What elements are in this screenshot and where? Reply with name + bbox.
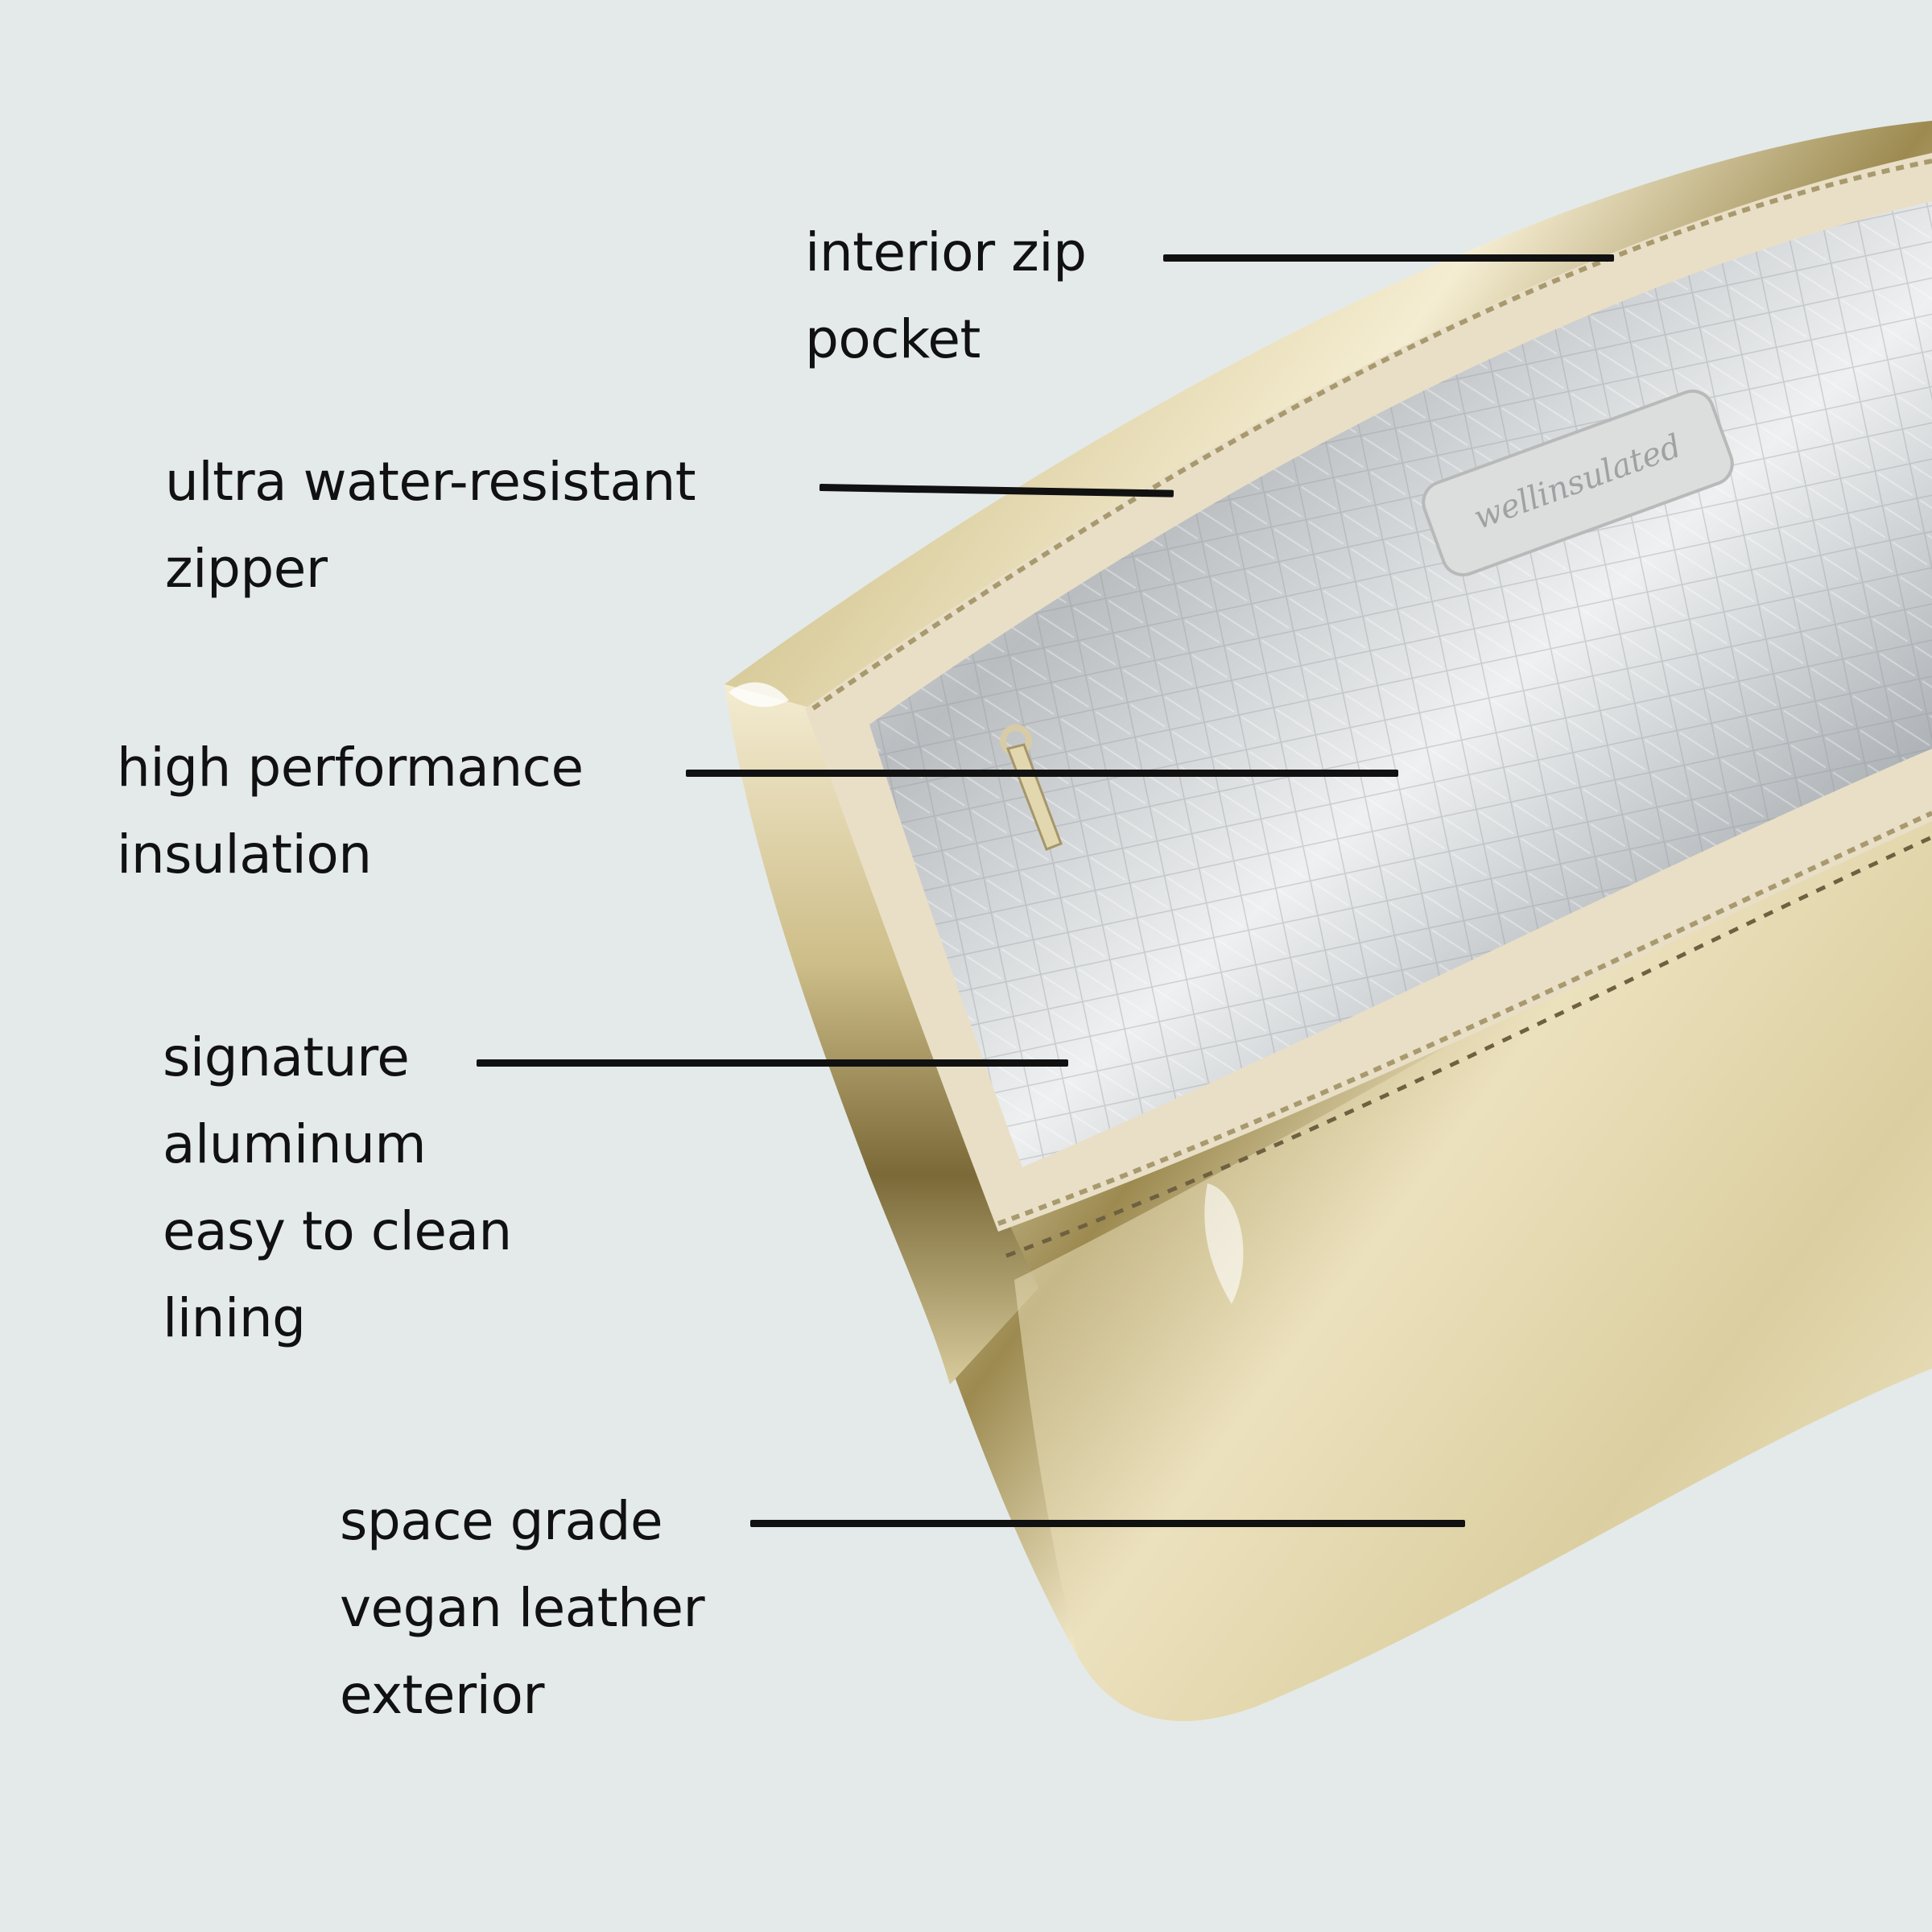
callout-zipper: ultra water-resistant zipper (165, 451, 696, 600)
leader-line-aluminum-lining (477, 1059, 1068, 1067)
zipper-teeth (811, 159, 1932, 711)
callout-aluminum-lining: signature aluminum easy to clean lining (163, 1026, 512, 1349)
leader-line-interior-zip-pocket (1163, 254, 1614, 262)
callout-vegan-leather: space grade vegan leather exterior (340, 1490, 705, 1726)
bag-side-panel (724, 684, 1038, 1385)
callout-interior-zip-pocket: interior zip pocket (805, 221, 1087, 370)
bag-front-panel (1014, 773, 1932, 1721)
leader-line-insulation (686, 770, 1398, 777)
callout-insulation: high performance insulation (117, 737, 584, 886)
leader-line-vegan-leather (750, 1520, 1465, 1527)
stitch-line (1005, 835, 1932, 1258)
